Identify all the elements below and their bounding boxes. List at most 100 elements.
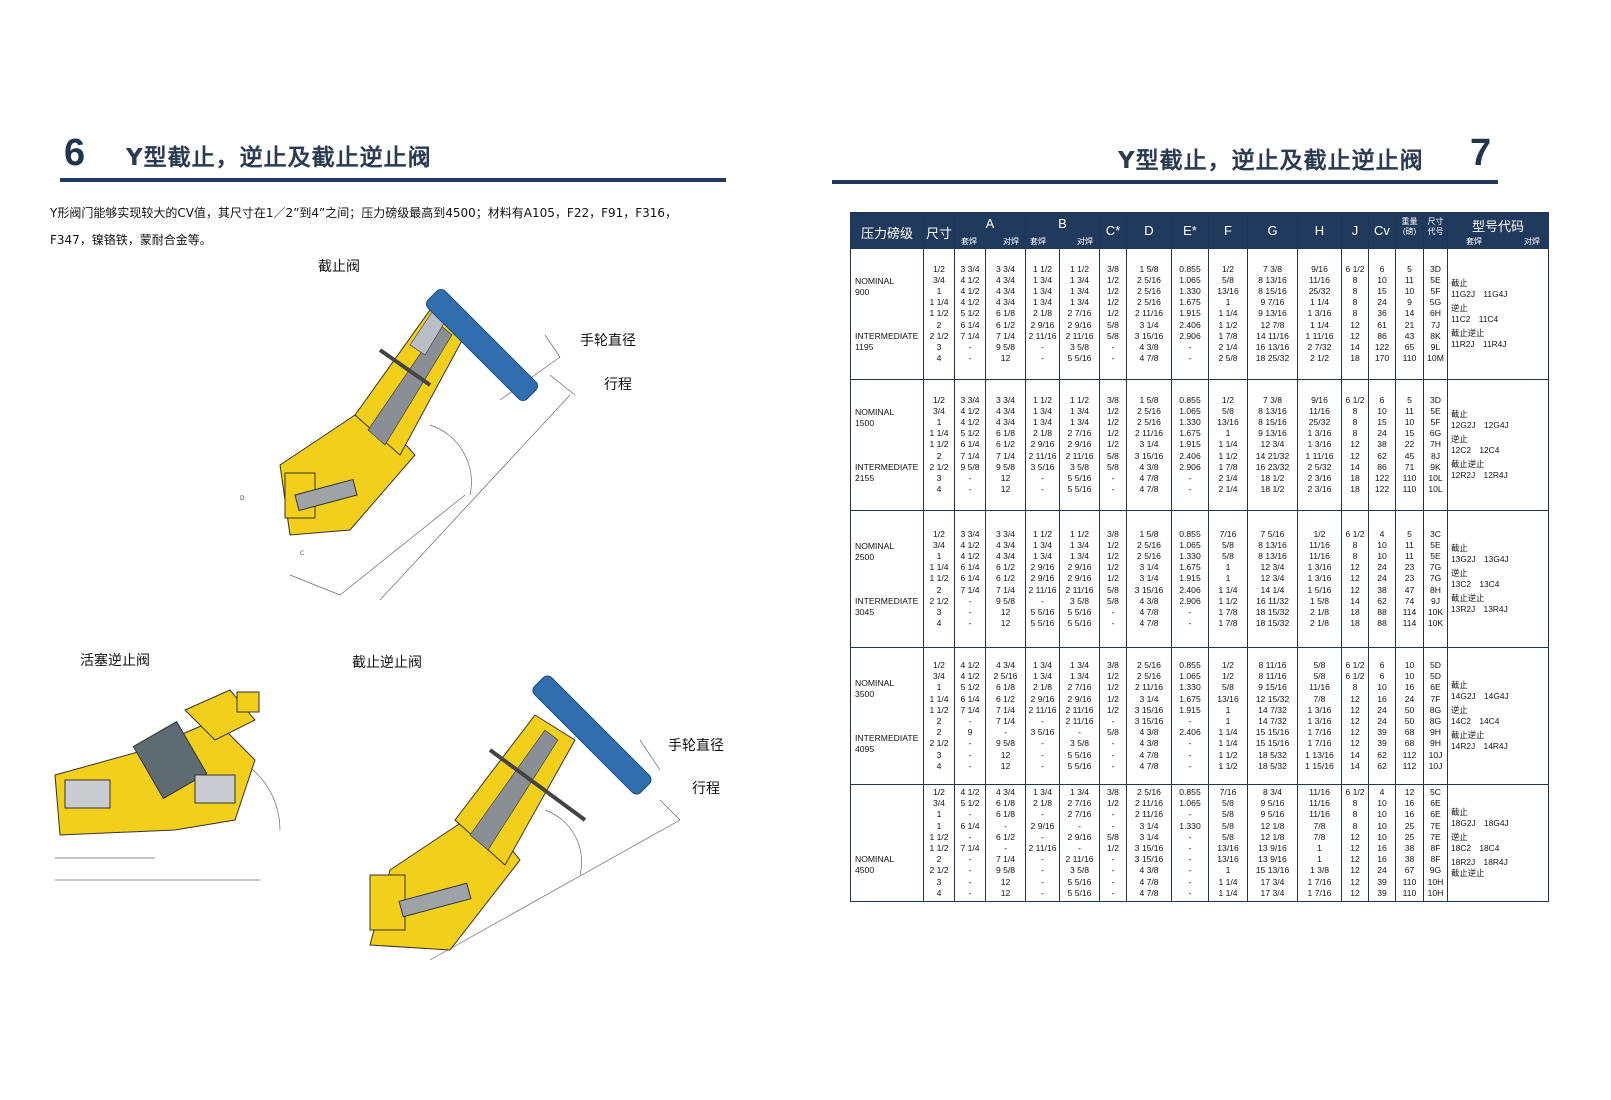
cell-value: 18 25/32 bbox=[1255, 353, 1290, 364]
cell-value: 1.915 bbox=[1179, 573, 1201, 584]
pressure-class-text bbox=[855, 711, 923, 722]
cell-value: 3 bbox=[936, 607, 942, 617]
cell-value: 10 bbox=[1404, 285, 1415, 296]
cell-value: - bbox=[968, 607, 972, 617]
cell-value: 1/2 bbox=[1222, 263, 1234, 274]
cell-value: 15 13/16 bbox=[1255, 865, 1290, 876]
cell-value: - bbox=[968, 749, 972, 760]
cell-value: 1 1/2 bbox=[1218, 760, 1238, 771]
cell-value: 1 3/4 bbox=[1032, 416, 1053, 427]
cell-value: 11/16 bbox=[1309, 274, 1330, 285]
pressure-class-text bbox=[855, 585, 923, 596]
cell-value: 4 7/8 bbox=[1139, 353, 1159, 364]
cell-value: 8 15/16 bbox=[1258, 285, 1287, 296]
cell-value: 2 9/16 bbox=[1067, 573, 1092, 584]
cell-value: 7/8 bbox=[1313, 693, 1326, 704]
cell-value: 1.675 bbox=[1179, 693, 1201, 704]
cell-value: 1 1/4 bbox=[1218, 727, 1238, 738]
cell-value: 5/8 bbox=[1107, 831, 1119, 842]
cell-value: 110 bbox=[1402, 473, 1417, 483]
cell-value: 4 1/2 bbox=[960, 274, 980, 285]
pressure-class-text bbox=[855, 722, 923, 733]
cell-value: 2 5/16 bbox=[1137, 405, 1161, 416]
cell-value: 1/2 bbox=[933, 263, 945, 274]
cell-value: 12 bbox=[1350, 319, 1360, 330]
cell-value: 1 1/2 bbox=[1069, 528, 1090, 539]
cell-value: 7 1/4 bbox=[995, 584, 1016, 595]
cell-value: 3 1/4 bbox=[1139, 573, 1159, 584]
model-code-socket-weld: 12G2J bbox=[1451, 420, 1476, 430]
cell-value: 8 13/16 bbox=[1258, 405, 1287, 416]
label-stroke-2: 行程 bbox=[692, 781, 720, 797]
cell-value: 1.330 bbox=[1179, 682, 1201, 693]
cell-value: 2 11/16 bbox=[1065, 330, 1094, 341]
cell-value: 2.406 bbox=[1179, 450, 1201, 461]
cell-value: 5/8 bbox=[1222, 274, 1234, 285]
cell-value: 1 1/4 bbox=[929, 562, 949, 573]
cell-value: 1 1/4 bbox=[929, 428, 949, 439]
cell-value: 2 9/16 bbox=[1067, 562, 1092, 573]
header-J: J bbox=[1341, 212, 1369, 249]
cell-value: 18 bbox=[1350, 484, 1360, 495]
cell-value: 6 bbox=[1379, 671, 1385, 682]
cell-value: - bbox=[968, 831, 972, 842]
left-title-rule bbox=[60, 178, 726, 182]
cell-value: 13/16 bbox=[1217, 693, 1239, 704]
cell-value: - bbox=[1078, 820, 1081, 831]
cell-value: 1/2 bbox=[1107, 285, 1119, 296]
cell-value: 5F bbox=[1430, 285, 1441, 296]
cell-value: 2 11/16 bbox=[1134, 682, 1164, 693]
cell-value: - bbox=[1111, 820, 1115, 831]
cell-value: 1 bbox=[1225, 428, 1231, 439]
cell-value: 10 bbox=[1404, 416, 1415, 427]
cell-value: - bbox=[1111, 618, 1115, 629]
cell-value: 39 bbox=[1377, 738, 1387, 749]
cell-value: 2 5/8 bbox=[1218, 353, 1238, 364]
cell-value: 1/2 bbox=[933, 394, 945, 405]
cell-value: 5/8 bbox=[1107, 595, 1119, 606]
cell-value: - bbox=[1188, 738, 1192, 749]
cell-value: 1 1/4 bbox=[1309, 319, 1330, 330]
cell-value: 12 3/4 bbox=[1260, 439, 1285, 450]
cell-value: 4 bbox=[936, 760, 942, 771]
cell-value: 1 1/2 bbox=[1069, 263, 1090, 274]
cell-value: 18 5/32 bbox=[1258, 749, 1287, 760]
cell-value: 6 1/4 bbox=[960, 562, 980, 573]
cell-value: 8 bbox=[1352, 809, 1358, 820]
pressure-class-text: 1500 bbox=[855, 417, 875, 428]
cell-value: 1 3/16 bbox=[1307, 308, 1332, 319]
model-code-values: 12G2J 12G4J bbox=[1451, 420, 1548, 431]
model-code-socket-weld: 18G2J bbox=[1451, 818, 1476, 828]
cell-value: 8 bbox=[1352, 798, 1358, 809]
cell-value: 14 bbox=[1404, 308, 1415, 319]
cell-value: 1 1/2 bbox=[929, 308, 949, 319]
cell-value: 2 bbox=[936, 584, 942, 595]
model-type-label: 截止逆止 bbox=[1451, 459, 1485, 469]
cell-value: 4 3/4 bbox=[995, 659, 1016, 670]
cell-value: 3/4 bbox=[933, 671, 945, 682]
cell-value: 1 5/8 bbox=[1139, 394, 1159, 405]
cell-value: 2 9/16 bbox=[1067, 439, 1092, 450]
cell-value: 1 3/16 bbox=[1307, 439, 1332, 450]
cell-value: 9L bbox=[1430, 342, 1441, 352]
pressure-class-text bbox=[855, 821, 923, 832]
cell-value: 16 bbox=[1377, 843, 1387, 853]
cell-value: 10L bbox=[1428, 484, 1443, 495]
cell-value: 114 bbox=[1402, 607, 1417, 617]
cell-value: 2 11/16 bbox=[1134, 428, 1164, 439]
cell-value: 3 3/4 bbox=[960, 528, 980, 539]
cell-value: 2 1/8 bbox=[1309, 618, 1330, 629]
cell-value: 8G bbox=[1429, 704, 1442, 715]
